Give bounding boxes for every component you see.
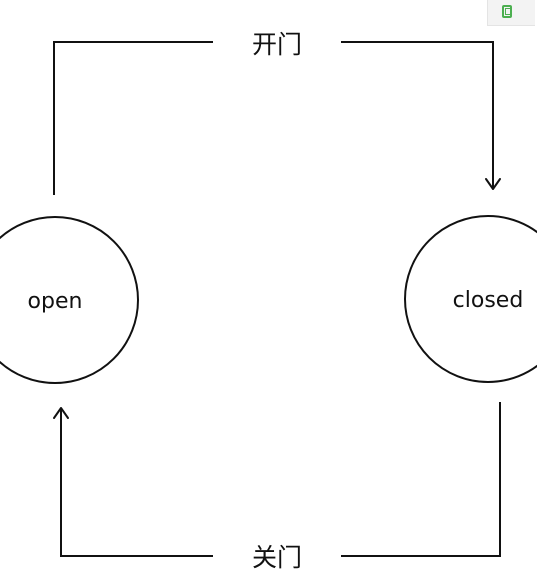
transition-label-open: 开门 (252, 30, 302, 59)
arrow-up-icon (53, 407, 69, 419)
arrow-down-icon (485, 178, 501, 190)
transition-line-bottom-left (60, 408, 213, 557)
state-circle-open (0, 216, 139, 384)
corner-badge[interactable] (487, 0, 535, 26)
state-closed: closed (404, 215, 537, 383)
state-open: open (0, 216, 139, 384)
state-circle-closed (404, 215, 537, 383)
transition-label-close: 关门 (252, 543, 302, 572)
transition-open-to-closed: 开门 (53, 30, 501, 195)
transition-line-top-right (341, 41, 494, 188)
state-label-open: open (28, 289, 83, 314)
transition-closed-to-open: 关门 (53, 402, 501, 572)
tablet-icon (502, 5, 512, 18)
transition-line-top-left (53, 41, 213, 195)
state-label-closed: closed (453, 288, 524, 313)
transition-line-bottom-right (341, 402, 501, 557)
